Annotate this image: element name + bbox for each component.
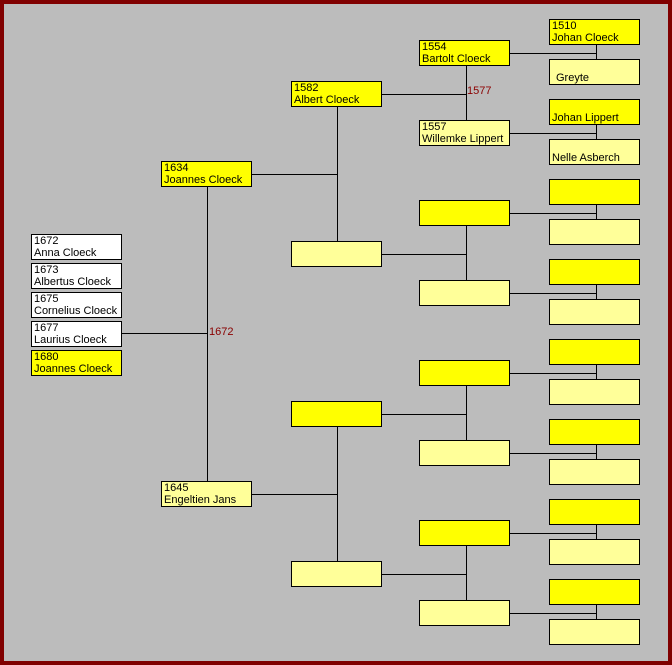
marriage-year: 1672 — [209, 326, 234, 338]
empty-ancestor-box[interactable] — [549, 459, 640, 485]
connector-line — [250, 174, 337, 175]
connector-line — [596, 525, 597, 539]
empty-ancestor-box[interactable] — [549, 379, 640, 405]
birth-year: 1673 — [34, 264, 59, 276]
birth-year: 1672 — [34, 235, 59, 247]
connector-line — [466, 226, 467, 280]
person-name: Johan Cloeck — [552, 32, 619, 44]
empty-grandmother-box[interactable] — [291, 561, 382, 587]
connector-line — [508, 453, 596, 454]
connector-line — [596, 605, 597, 619]
birth-year: 1680 — [34, 351, 59, 363]
connector-line — [508, 53, 596, 54]
empty-ancestor-box[interactable] — [549, 259, 640, 285]
connector-line — [508, 213, 596, 214]
birth-year: 1677 — [34, 322, 59, 334]
birth-year: 1645 — [164, 482, 189, 494]
connector-line — [596, 445, 597, 459]
connector-line — [380, 254, 466, 255]
empty-ancestor-box[interactable] — [549, 339, 640, 365]
person-name: Joannes Cloeck — [164, 174, 243, 186]
connector-line — [596, 285, 597, 299]
person-name: Albertus Cloeck — [34, 276, 112, 288]
person-name: Joannes Cloeck — [34, 363, 113, 375]
empty-ancestor-box[interactable] — [549, 619, 640, 645]
ancestor-box[interactable]: Greyte — [549, 59, 640, 85]
connector-line — [596, 125, 597, 139]
birth-year: 1634 — [164, 162, 189, 174]
connector-line — [380, 414, 466, 415]
connector-line — [337, 107, 338, 241]
connector-line — [466, 546, 467, 600]
connector-line — [120, 333, 207, 334]
empty-ancestor-box[interactable] — [549, 219, 640, 245]
person-name: Greyte — [556, 72, 590, 84]
person-name: Anna Cloeck — [34, 247, 97, 259]
empty-ancestor-box[interactable] — [419, 360, 510, 386]
empty-ancestor-box[interactable] — [419, 520, 510, 546]
connector-line — [508, 613, 596, 614]
person-name: Bartolt Cloeck — [422, 53, 491, 65]
connector-line — [508, 533, 596, 534]
connector-line — [596, 45, 597, 59]
connector-line — [337, 427, 338, 561]
empty-ancestor-box[interactable] — [549, 539, 640, 565]
birth-year: 1554 — [422, 41, 447, 53]
empty-ancestor-box[interactable] — [419, 280, 510, 306]
empty-ancestor-box[interactable] — [419, 200, 510, 226]
connector-line — [508, 373, 596, 374]
empty-grandmother-box[interactable] — [291, 241, 382, 267]
birth-year: 1557 — [422, 121, 447, 133]
empty-ancestor-box[interactable] — [549, 419, 640, 445]
marriage-year: 1577 — [467, 85, 492, 97]
birth-year: 1510 — [552, 20, 577, 32]
empty-ancestor-box[interactable] — [549, 579, 640, 605]
person-name: Johan Lippert — [552, 112, 619, 124]
person-name: Laurius Cloeck — [34, 334, 107, 346]
birth-year: 1582 — [294, 82, 319, 94]
person-name: Albert Cloeck — [294, 94, 360, 106]
empty-ancestor-box[interactable] — [419, 440, 510, 466]
connector-line — [508, 133, 596, 134]
empty-ancestor-box[interactable] — [419, 600, 510, 626]
person-name: Willemke Lippert — [422, 133, 504, 145]
connector-line — [596, 365, 597, 379]
connector-line — [508, 293, 596, 294]
person-name: Cornelius Cloeck — [34, 305, 118, 317]
person-name: Engeltien Jans — [164, 494, 237, 506]
empty-grandfather-box[interactable] — [291, 401, 382, 427]
connector-line — [380, 94, 466, 95]
connector-line — [207, 187, 208, 481]
ancestor-box[interactable]: Johan Lippert — [549, 99, 640, 125]
empty-ancestor-box[interactable] — [549, 299, 640, 325]
person-name: Nelle Asberch — [552, 152, 620, 164]
connector-line — [250, 494, 337, 495]
birth-year: 1675 — [34, 293, 59, 305]
empty-ancestor-box[interactable] — [549, 179, 640, 205]
connector-line — [596, 205, 597, 219]
connector-line — [466, 386, 467, 440]
ancestor-box[interactable]: Nelle Asberch — [549, 139, 640, 165]
connector-line — [466, 66, 467, 120]
connector-line — [380, 574, 466, 575]
empty-ancestor-box[interactable] — [549, 499, 640, 525]
